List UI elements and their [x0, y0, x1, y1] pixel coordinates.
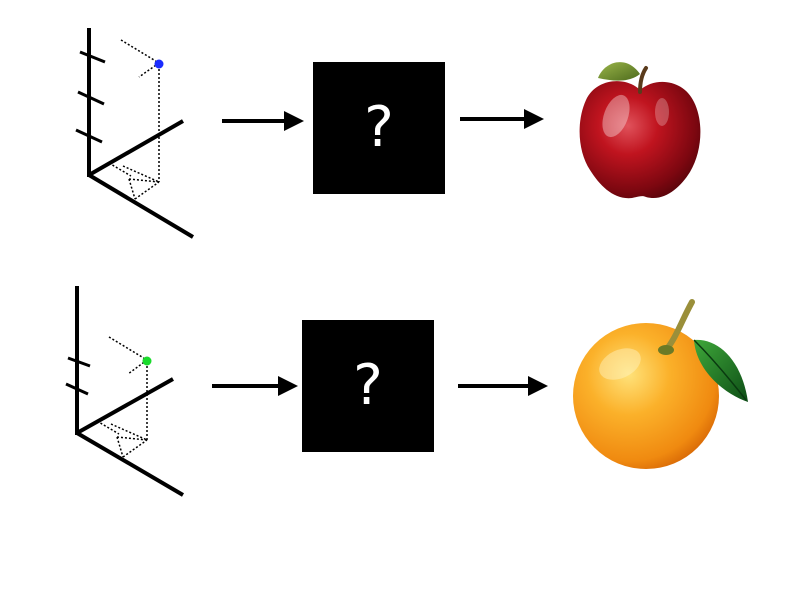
question-mark: ?: [353, 353, 383, 418]
arrow-right-icon: [212, 376, 298, 396]
arrow-right-icon: [222, 111, 304, 131]
axes-icon: [65, 286, 185, 497]
data-point: [142, 356, 152, 366]
arrow-right-icon: [460, 109, 544, 129]
row-apple: ?: [0, 0, 800, 280]
arrow-right-icon: [458, 376, 548, 396]
row-orange: ?: [0, 258, 800, 538]
axes-icon: [75, 28, 195, 239]
question-mark: ?: [364, 95, 394, 160]
black-box: ?: [302, 320, 434, 452]
apple-icon: [579, 62, 701, 199]
orange-icon: [573, 299, 748, 469]
black-box: ?: [313, 62, 445, 194]
data-point: [154, 59, 164, 69]
